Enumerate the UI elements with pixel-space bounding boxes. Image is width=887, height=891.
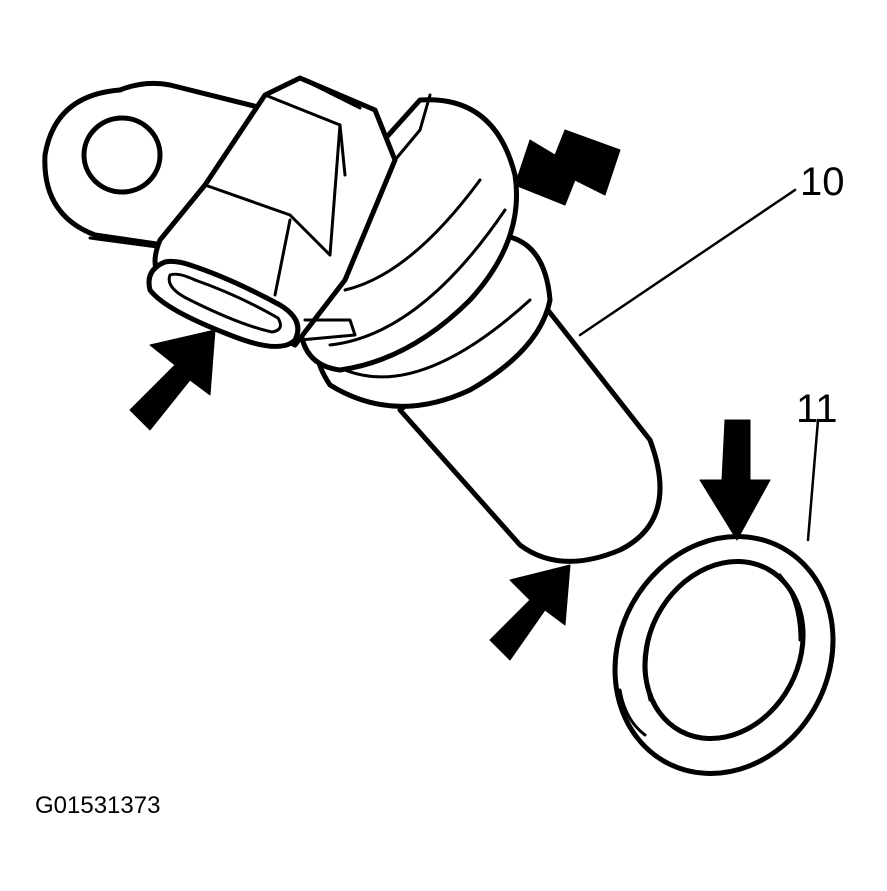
callout-seal: 11 [796,387,838,431]
figure-id: G01531373 [35,792,160,819]
arrow-seal-ring [699,419,771,541]
callout-sensor: 10 [800,160,845,204]
sensor-assembly [42,75,663,564]
arrow-upper-flange [514,129,621,206]
arrow-connector-face [129,329,216,431]
seal-ring [612,534,836,776]
leader-line-sensor [578,188,797,337]
arrow-sensor-tip [489,564,571,661]
leader-line-seal [806,418,820,542]
mounting-hole [81,115,163,195]
sensor-connector-face [146,258,301,349]
